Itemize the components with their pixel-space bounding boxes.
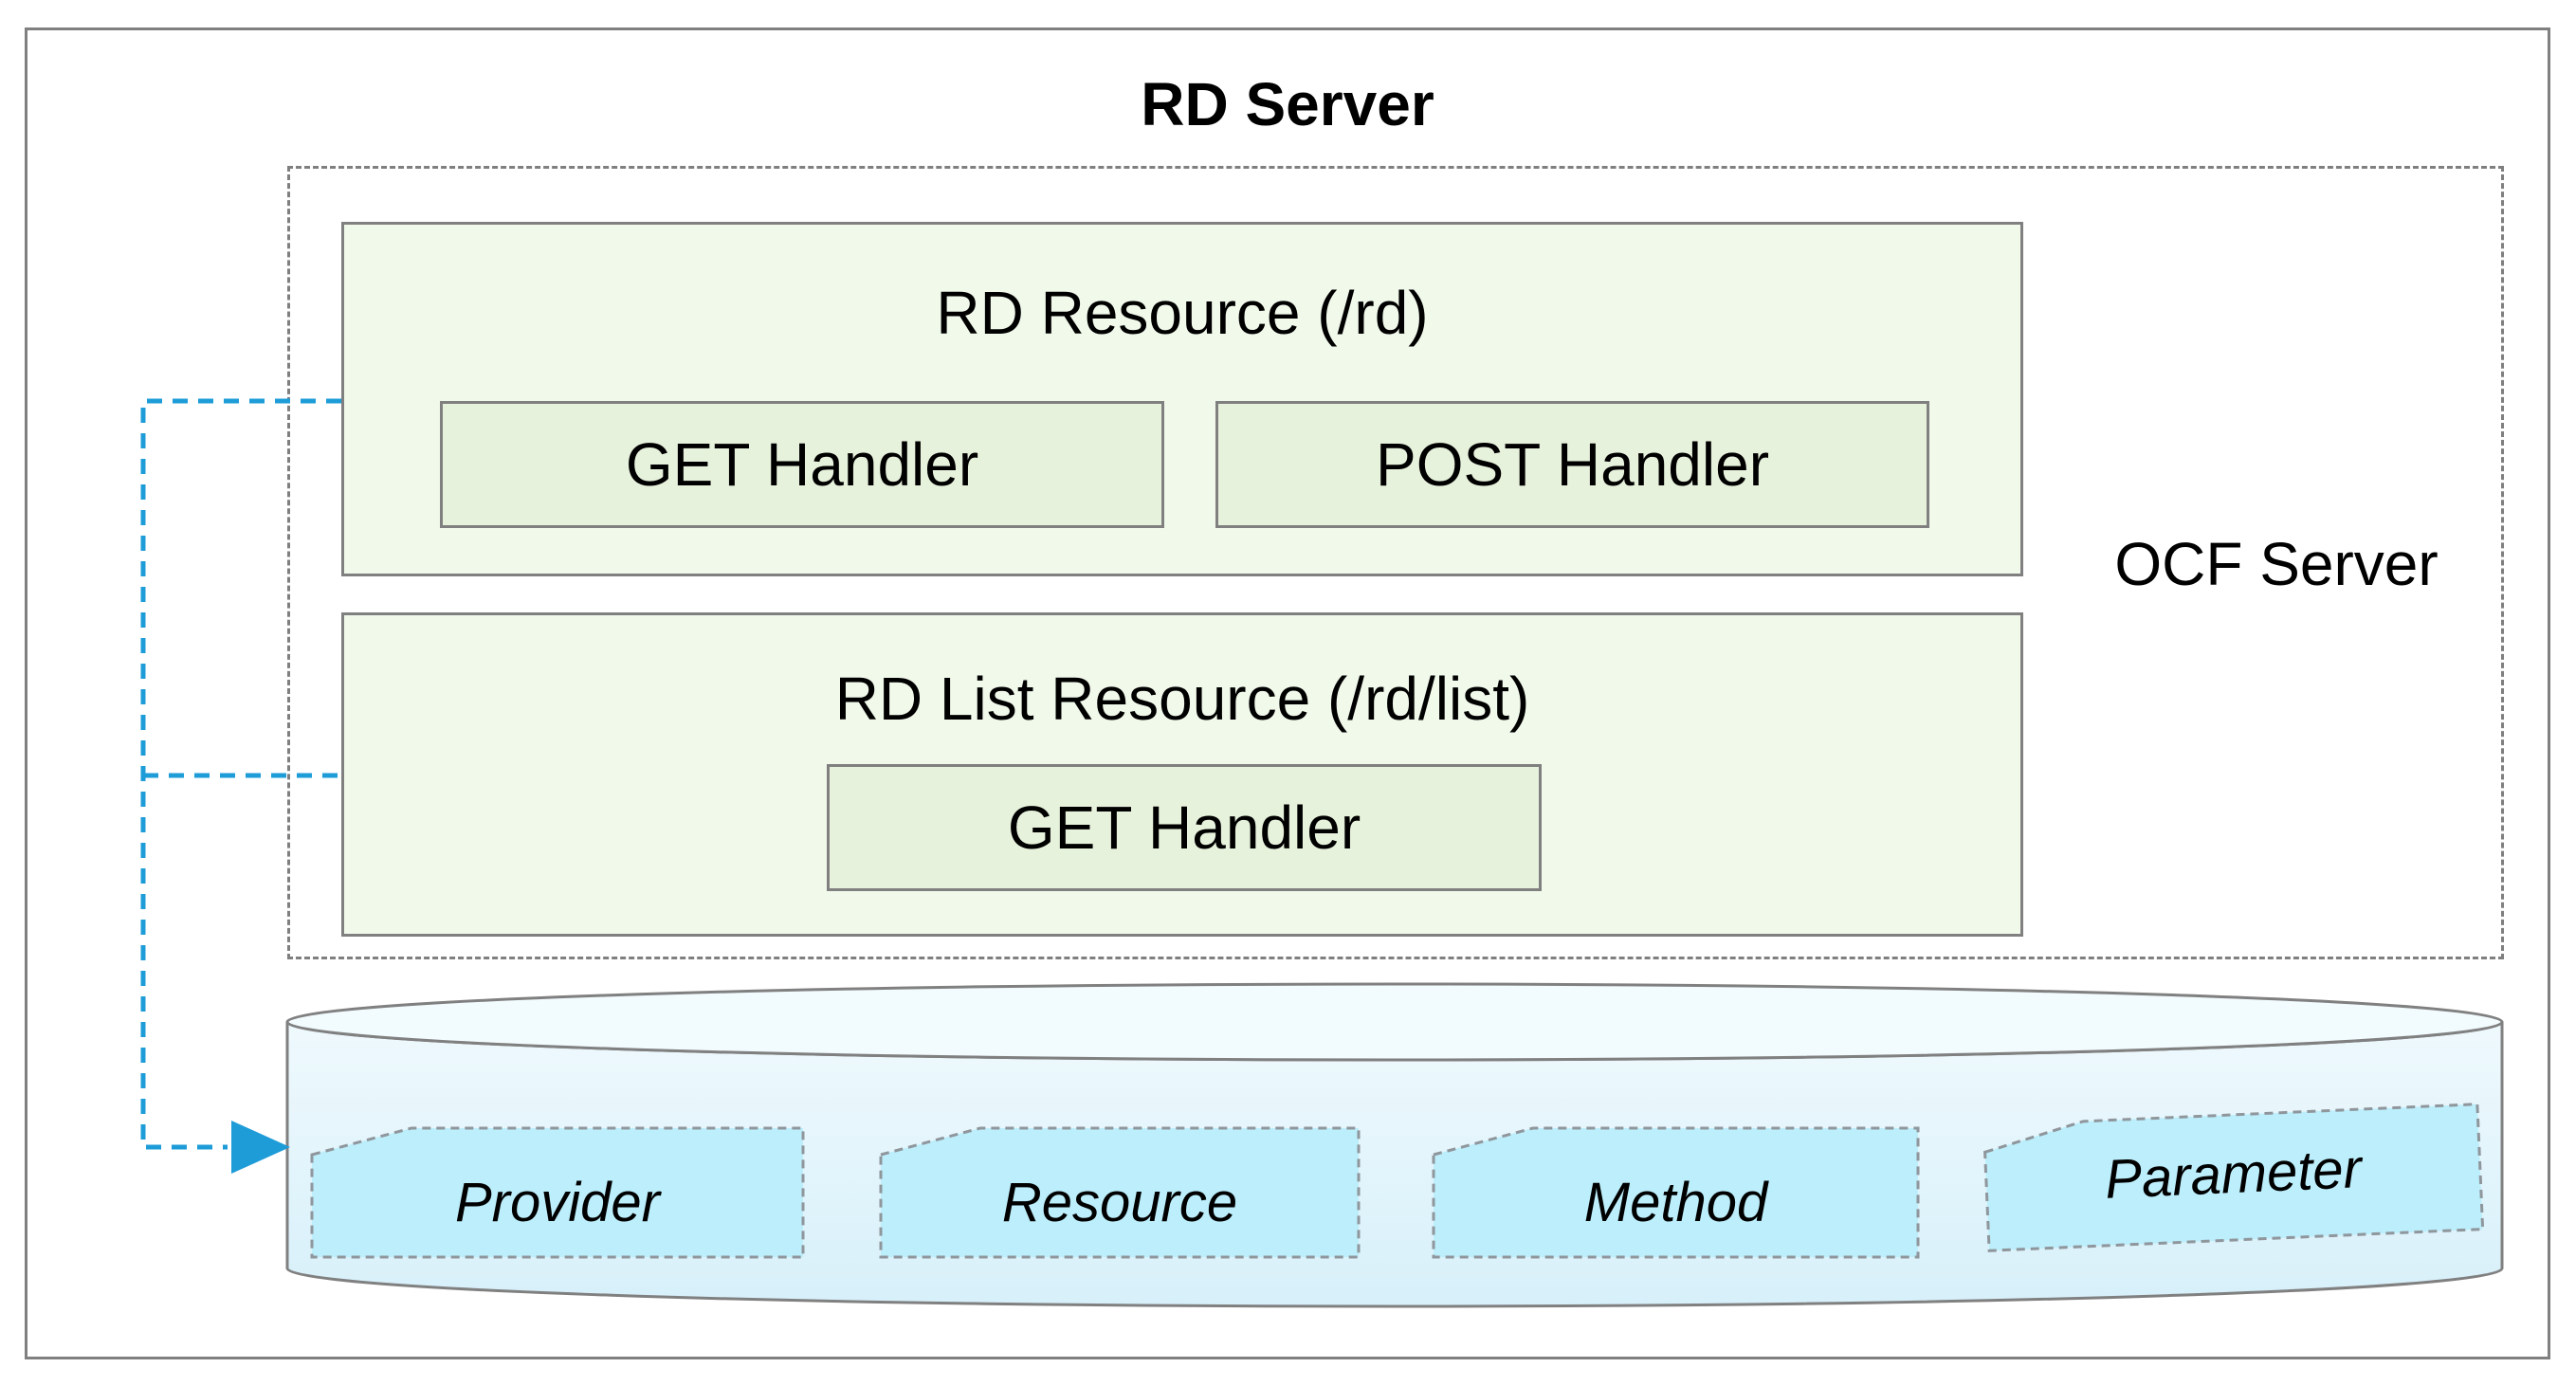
rd-resource-post-handler-box: POST Handler	[1215, 401, 1929, 528]
rd-resource-get-handler-box: GET Handler	[440, 401, 1164, 528]
table-label-provider: Provider	[455, 1172, 660, 1233]
table-label-method: Method	[1583, 1172, 1768, 1233]
diagram-title: RD Server	[1141, 70, 1434, 138]
table-label-resource: Resource	[1001, 1172, 1238, 1233]
rd-server-box	[25, 27, 2550, 1359]
ocf-server-label: OCF Server	[2114, 530, 2439, 598]
rd-resource-box: RD Resource (/rd) GET Handler POST Handl…	[341, 222, 2023, 576]
rd-list-resource-box: RD List Resource (/rd/list) GET Handler	[341, 612, 2023, 937]
rd-resource-title: RD Resource (/rd)	[936, 279, 1429, 347]
rd-list-resource-title: RD List Resource (/rd/list)	[834, 665, 1530, 733]
rd-list-resource-get-handler-box: GET Handler	[827, 764, 1542, 891]
